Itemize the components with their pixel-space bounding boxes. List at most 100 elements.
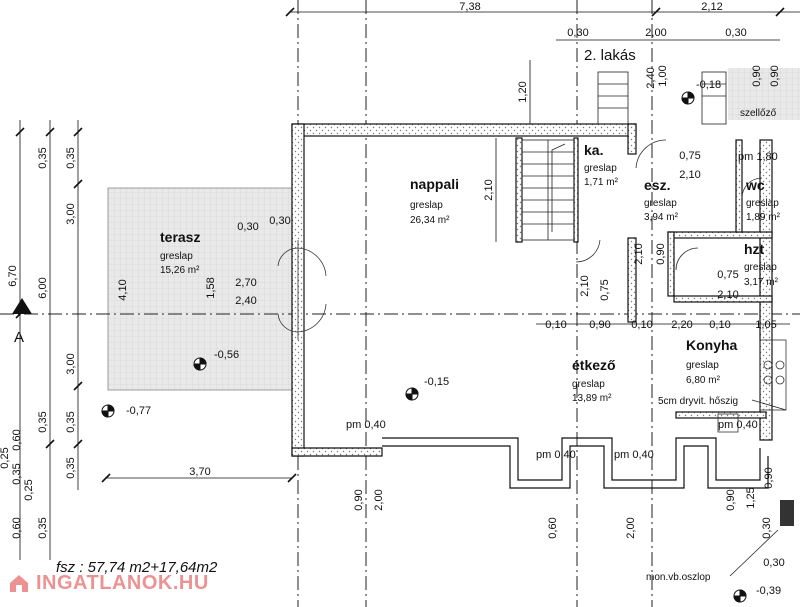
dim-row-105: 1,05: [755, 319, 776, 331]
dim-terrace-w: 3,70: [189, 466, 210, 478]
utility-floor: greslap: [744, 262, 777, 273]
dim-left-low1: 0,25: [0, 447, 11, 468]
level-056: -0,56: [214, 349, 239, 361]
dim-left-h: 0,35: [37, 411, 49, 432]
watermark-text: INGATLANOK.HU: [36, 571, 209, 594]
insulation-note: 5cm dryvit. hőszig: [658, 396, 738, 407]
concrete-column: [780, 500, 794, 526]
wc-floor: greslap: [746, 198, 779, 209]
dim-t030a: 0,30: [237, 221, 258, 233]
dim-top-right: 2,12: [701, 1, 722, 13]
dim-left-e: 6,00: [37, 277, 49, 298]
kitchen-name: Konyha: [686, 337, 738, 353]
level-markers: [101, 91, 747, 603]
dim-st210c: 2,10: [679, 169, 700, 181]
living-floor: greslap: [410, 200, 443, 211]
dim-door-270: 2,70: [235, 277, 256, 289]
dim-h210: 2,10: [483, 179, 495, 200]
utility-area: 3,17 m²: [744, 277, 779, 288]
wc-area: 1,89 m²: [746, 212, 781, 223]
kitchen-counter: [717, 339, 787, 433]
dim-st210b: 2,10: [633, 243, 645, 264]
dim-row-220: 2,20: [671, 319, 692, 331]
dim-row-010b: 0,10: [631, 319, 652, 331]
dining-area: 13,89 m²: [572, 393, 612, 404]
dim-t030b: 0,30: [269, 215, 290, 227]
dim-door-240: 2,40: [235, 295, 256, 307]
pantry-name: ka.: [584, 142, 603, 158]
dim-left-low6: 0,35: [37, 517, 49, 538]
dim-top2-a: 0,30: [567, 27, 588, 39]
floor-area-summary: fsz : 57,74 m2+17,64m2: [56, 559, 218, 576]
dim-b200b: 2,00: [625, 517, 637, 538]
ventilator-area: [728, 68, 800, 120]
dim-left-low7: 0,35: [65, 457, 77, 478]
dim-h120: 1,20: [517, 81, 529, 102]
dim-st090: 0,90: [655, 243, 667, 264]
hall-area: 3,94 m²: [644, 212, 679, 223]
dim-st075b: 0,75: [679, 150, 700, 162]
patio-door: [277, 240, 327, 340]
pm-040-a: pm 0,40: [536, 449, 576, 461]
level-077: -0,77: [126, 405, 151, 417]
house-logo-icon: [10, 575, 28, 592]
pantry-floor: greslap: [584, 163, 617, 174]
dim-b090b: 0,90: [725, 489, 737, 510]
dim-left-low4: 0,25: [23, 479, 35, 500]
dim-b030: 0,30: [761, 517, 773, 538]
dim-row-010a: 0,10: [545, 319, 566, 331]
level-039: -0,39: [756, 585, 781, 597]
living-area: 26,34 m²: [410, 215, 450, 226]
dim-v100: 1,00: [657, 65, 669, 86]
dim-b200: 2,00: [373, 489, 385, 510]
pm-040-living: pm 0,40: [346, 419, 386, 431]
dim-r030: 0,30: [763, 557, 784, 569]
dim-left-d: 6,70: [7, 265, 19, 286]
dim-left-c: 0,35: [65, 147, 77, 168]
dim-b125: 1,25: [745, 487, 757, 508]
staircase: [521, 139, 575, 241]
dim-left-b: 3,00: [65, 203, 77, 224]
vent-label: szellőző: [740, 108, 777, 119]
terrace-area: 15,26 m²: [160, 265, 200, 276]
terrace-area: [107, 187, 295, 391]
dim-left-i: 4,10: [117, 279, 129, 300]
dim-b090: 0,90: [353, 489, 365, 510]
room-doors: [575, 139, 763, 271]
kitchen-area: 6,80 m²: [686, 375, 721, 386]
terrace-name: terasz: [160, 229, 200, 245]
section-arrow: [12, 298, 32, 314]
dim-st210d: 2,10: [717, 289, 738, 301]
dining-name: étkező: [572, 357, 616, 373]
dim-door-158: 1,58: [205, 277, 217, 298]
unit-label: 2. lakás: [584, 47, 636, 64]
pantry-area: 1,71 m²: [584, 177, 619, 188]
dim-v240: 2,40: [645, 67, 657, 88]
dim-left-low3: 0,35: [11, 463, 23, 484]
dim-row-090: 0,90: [589, 319, 610, 331]
watermark: INGATLANOK.HU: [8, 566, 218, 600]
dim-top-left: 7,38: [459, 1, 480, 13]
living-name: nappali: [410, 176, 459, 192]
dim-left-low2: 0,60: [11, 429, 23, 450]
column-note: mon.vb.oszlop: [646, 572, 711, 583]
pm-180: pm 1,80: [738, 151, 778, 163]
dim-left-f: 3,00: [65, 353, 77, 374]
exterior-stair: [597, 71, 727, 125]
pm-040-c: pm 0,40: [718, 419, 758, 431]
dim-top2-b: 2,00: [645, 27, 666, 39]
dim-b090c: 0,90: [763, 467, 775, 488]
dim-v090: 0,90: [751, 65, 763, 86]
dim-st210a: 2,10: [579, 275, 591, 296]
dim-v090b: 0,90: [769, 65, 781, 86]
dim-left-g: 0,35: [65, 411, 77, 432]
hall-floor: greslap: [644, 198, 677, 209]
dining-floor: greslap: [572, 379, 605, 390]
dim-top2-c: 0,30: [725, 27, 746, 39]
kitchen-floor: greslap: [686, 360, 719, 371]
dim-row-010c: 0,10: [709, 319, 730, 331]
dim-b060: 0,60: [547, 517, 559, 538]
dim-left-a: 0,35: [37, 147, 49, 168]
